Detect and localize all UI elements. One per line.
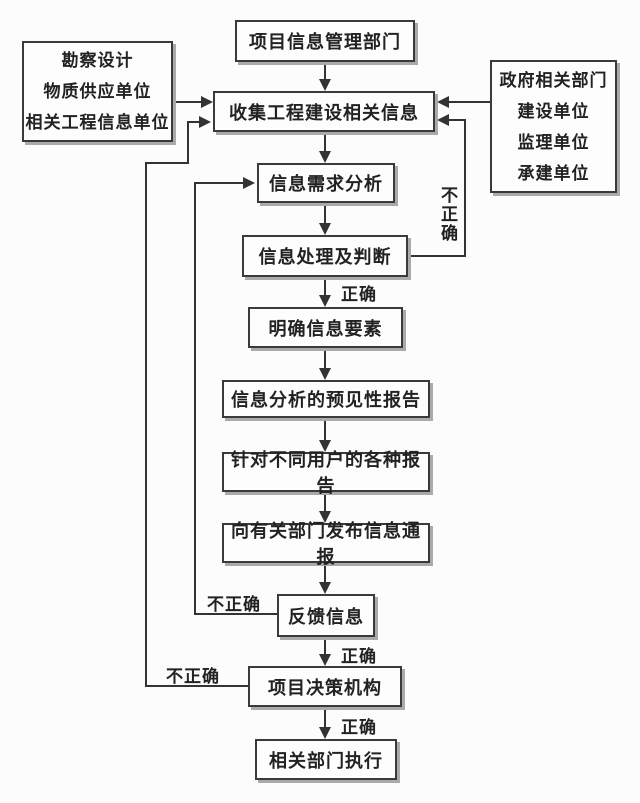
right-source-line: 建设单位 — [517, 101, 590, 121]
right-source-line: 监理单位 — [517, 132, 590, 152]
left-source-line: 相关工程信息单位 — [25, 113, 170, 132]
node-process-judge: 信息处理及判断 — [242, 235, 408, 277]
label-incorrect-judge-loop: 不正确 — [438, 186, 457, 243]
node-decision-body: 项目决策机构 — [248, 666, 402, 707]
node-left-sources: 勘察设计 物质供应单位 相关工程信息单位 — [22, 41, 173, 142]
right-source-line: 政府相关部门 — [499, 70, 608, 90]
label-correct-after-feedback: 正确 — [341, 647, 377, 666]
label-correct-after-judge: 正确 — [341, 285, 377, 304]
node-user-reports: 针对不同用户的各种报告 — [222, 450, 430, 496]
label-incorrect-feedback-loop: 不正确 — [207, 595, 261, 614]
edge-decision-loop-to-collect — [145, 116, 248, 687]
node-collect-info: 收集工程建设相关信息 — [213, 91, 435, 132]
label-incorrect-decision-loop: 不正确 — [166, 667, 220, 686]
edge-judge-loop-to-collect — [408, 114, 466, 257]
edge-feedback-loop-to-demand — [194, 177, 277, 615]
node-feedback-info: 反馈信息 — [277, 594, 375, 637]
node-execute-departments: 相关部门执行 — [255, 739, 397, 780]
label-correct-after-decision: 正确 — [341, 718, 377, 737]
node-project-info-dept: 项目信息管理部门 — [235, 20, 415, 62]
node-clarify-elements: 明确信息要素 — [248, 307, 403, 348]
left-source-line: 勘察设计 — [61, 51, 134, 70]
node-forecast-report: 信息分析的预见性报告 — [222, 380, 430, 418]
left-source-line: 物质供应单位 — [43, 82, 152, 101]
right-source-line: 承建单位 — [517, 163, 590, 183]
node-right-sources: 政府相关部门 建设单位 监理单位 承建单位 — [490, 60, 617, 193]
node-demand-analysis: 信息需求分析 — [257, 163, 395, 203]
node-notify-departments: 向有关部门发布信息通报 — [222, 521, 430, 567]
